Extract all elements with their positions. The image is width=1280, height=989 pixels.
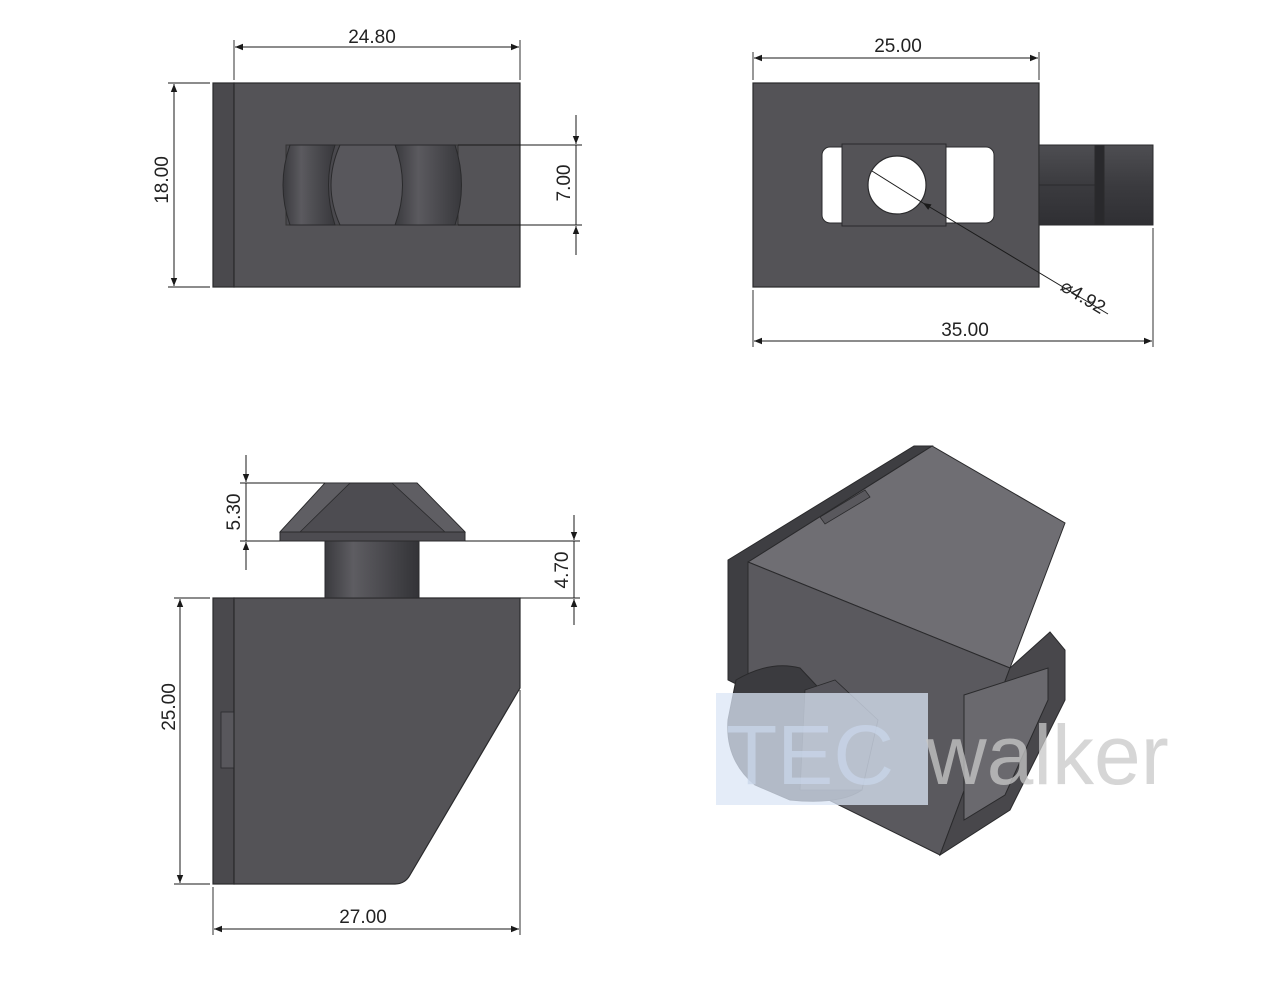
- dim-hole-diameter: ⌀4.92: [1057, 276, 1109, 319]
- front-view-knob-center: [330, 144, 403, 226]
- top-view: [752, 82, 1154, 288]
- front-view-dimensions: 24.80 18.00 7.00: [152, 27, 582, 288]
- side-view-dimensions: 5.30 4.70 25.00 27.00: [159, 455, 580, 935]
- dim-top-width: 25.00: [874, 36, 922, 57]
- side-view-neck: [324, 540, 420, 599]
- dim-line-hole-diameter: [922, 202, 1109, 315]
- dim-side-head-height: 5.30: [224, 494, 245, 531]
- dim-side-neck-height: 4.70: [552, 552, 573, 589]
- iso-window: [963, 667, 1049, 821]
- watermark-box: [716, 693, 928, 805]
- dim-side-width: 27.00: [339, 907, 387, 928]
- watermark-text-tec: TEC: [726, 708, 894, 802]
- front-view-knob-right: [394, 144, 462, 226]
- front-view-flange: [212, 82, 235, 288]
- front-view-knob-left: [282, 144, 336, 226]
- side-view-body: [233, 597, 521, 885]
- side-view: [212, 482, 521, 885]
- dim-top-total-width: 35.00: [941, 320, 989, 341]
- watermark-text-walker: walker: [925, 708, 1169, 802]
- dim-front-slot-height: 7.00: [554, 165, 575, 202]
- watermark: TEC walker: [716, 693, 1169, 805]
- dim-side-height: 25.00: [159, 683, 180, 731]
- top-view-hole: [867, 155, 927, 215]
- dim-front-width: 24.80: [348, 27, 396, 48]
- dim-front-height: 18.00: [152, 156, 173, 204]
- front-view: [212, 82, 521, 288]
